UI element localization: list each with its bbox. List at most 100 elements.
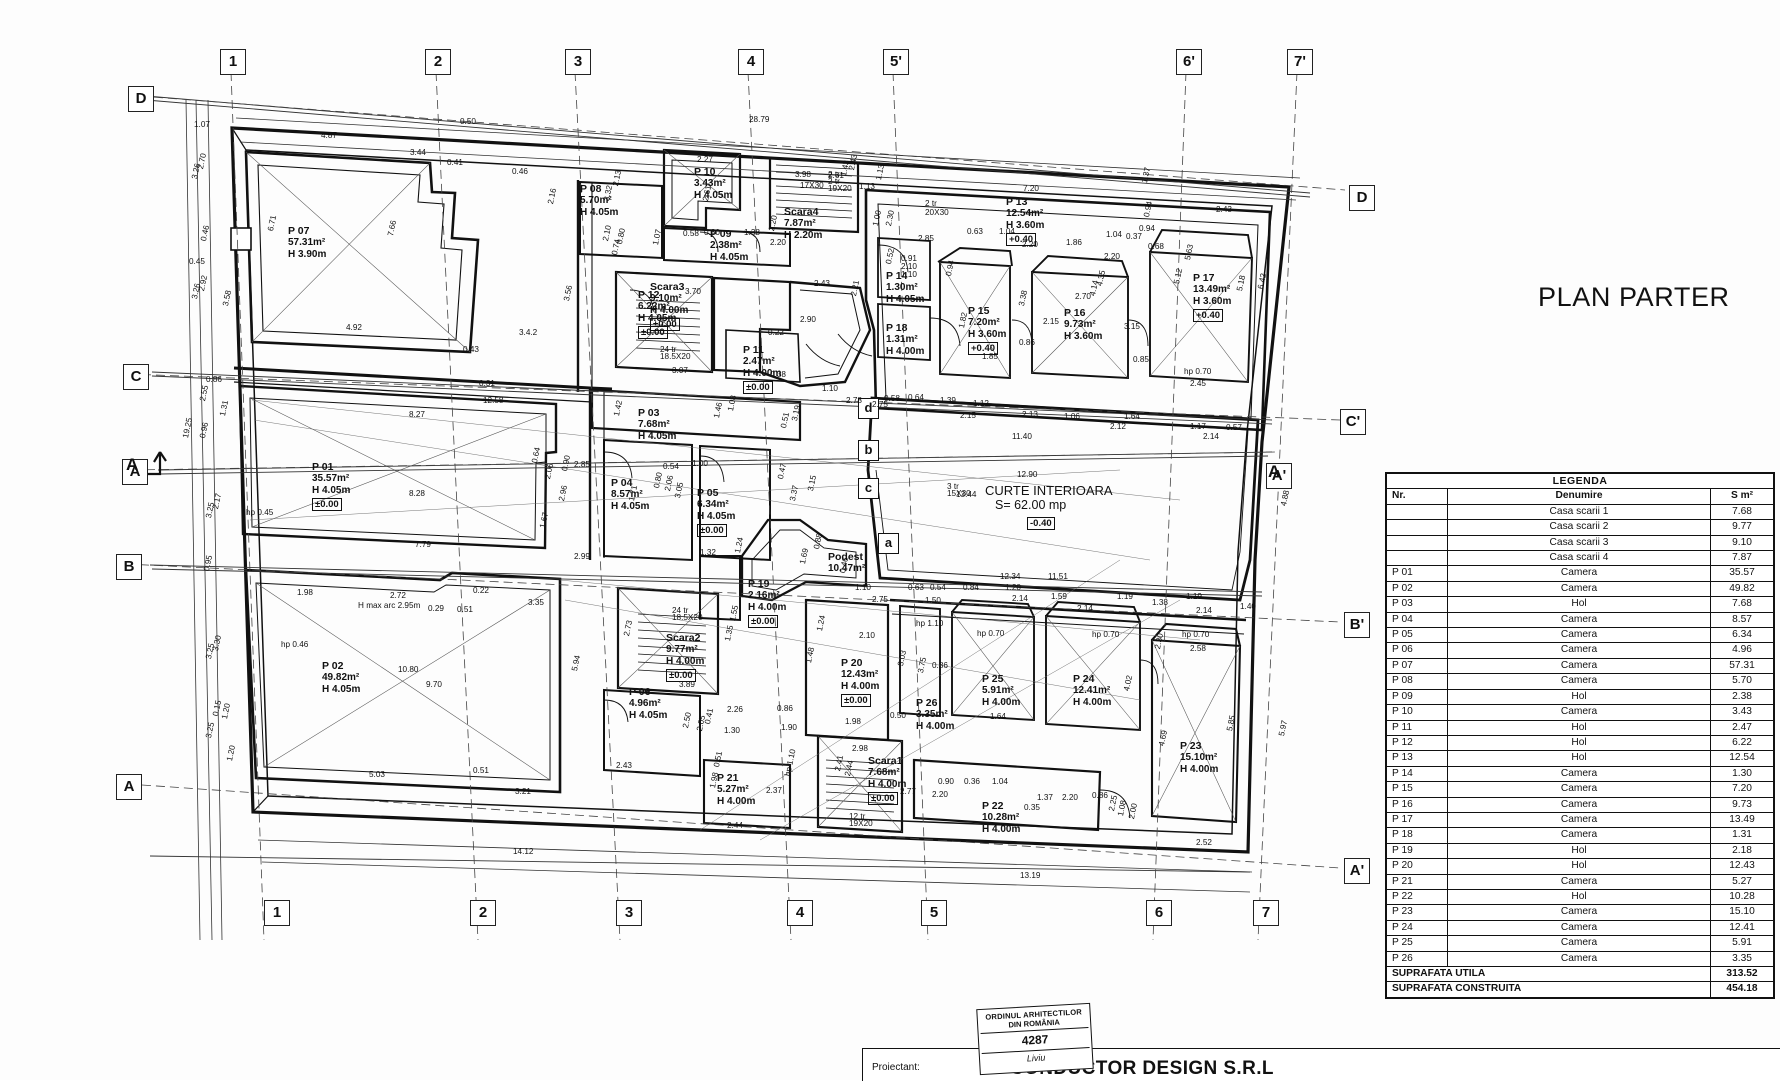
grid-bubble-bottom-5[interactable]: 5: [921, 900, 947, 926]
dimension-text: 0.64: [908, 393, 924, 402]
grid-bubble-left-A[interactable]: A: [122, 459, 148, 485]
dimension-text: 2.10: [901, 262, 917, 271]
dimension-text: 19X20: [828, 184, 852, 193]
room-id: P 22: [982, 800, 1004, 812]
room-area: 7.68m²: [868, 767, 900, 779]
grid-bubble-top-1[interactable]: 1: [220, 49, 246, 75]
grid-bubble-top-4[interactable]: 4: [738, 49, 764, 75]
dimension-text: 2.85: [574, 460, 590, 469]
room-height: H 4.05m: [694, 190, 733, 202]
dimension-text: 2.14: [1077, 604, 1093, 613]
grid-bubble-bottom-6[interactable]: 6: [1146, 900, 1172, 926]
room-id: P 16: [1064, 307, 1086, 319]
room-area: 10.47m²: [828, 563, 866, 575]
dimension-text: 0.58: [884, 394, 900, 403]
grid-bubble-bottom-2[interactable]: 2: [470, 900, 496, 926]
section-mark-d[interactable]: d: [858, 398, 879, 419]
dimension-text: 1.12: [973, 399, 989, 408]
grid-bubble-right-A2[interactable]: A': [1344, 858, 1370, 884]
dimension-text: 0.35: [1024, 803, 1040, 812]
room-id: P 14: [886, 270, 908, 282]
grid-bubble-bottom-3[interactable]: 3: [616, 900, 642, 926]
dimension-text: hp 1.10: [916, 619, 944, 628]
grid-bubble-right-D[interactable]: D: [1349, 185, 1375, 211]
dimension-text: hp 0.70: [1092, 630, 1120, 639]
room-level-badge: ±0.00: [868, 791, 898, 806]
room-height: H 4.05m: [611, 501, 650, 513]
section-mark-c[interactable]: c: [858, 478, 879, 499]
section-mark-b[interactable]: b: [858, 440, 879, 461]
grid-bubble-left-D[interactable]: D: [128, 86, 154, 112]
grid-bubble-bottom-4[interactable]: 4: [787, 900, 813, 926]
grid-bubble-top-6[interactable]: 6': [1176, 49, 1202, 75]
dimension-text: 0.86: [777, 704, 793, 713]
grid-bubble-left-B[interactable]: B: [116, 554, 142, 580]
room-area: 6.34m²: [697, 499, 729, 511]
grid-bubble-top-5[interactable]: 5': [883, 49, 909, 75]
legend-cell-denumire: Camera: [1447, 627, 1711, 644]
dimension-text: 1.90: [781, 723, 797, 732]
dimension-text: 1.04: [999, 227, 1015, 236]
legend-column-row: Nr. Denumire S m²: [1386, 488, 1774, 505]
section-mark-a[interactable]: a: [878, 533, 899, 554]
grid-bubble-top-2[interactable]: 2: [425, 49, 451, 75]
room-id: P 21: [717, 772, 739, 784]
grid-bubble-right-B[interactable]: B': [1344, 612, 1370, 638]
legend-cell-surface: 2.18: [1710, 842, 1774, 860]
room-height: H 3.60m: [1006, 220, 1045, 232]
dimension-text: 0.85: [1133, 355, 1149, 364]
dimension-text: 2.75: [872, 400, 888, 409]
grid-bubble-left-A2[interactable]: A: [116, 774, 142, 800]
dimension-text: 0.57: [1226, 423, 1242, 432]
grid-bubble-top-7[interactable]: 7': [1287, 49, 1313, 75]
legend-cell-nr: P 13: [1386, 750, 1448, 767]
grid-bubble-right-A[interactable]: A': [1266, 463, 1292, 489]
room-id: P 13: [1006, 196, 1028, 208]
room-height: H 4.05m: [312, 485, 351, 497]
legend-title: LEGENDA: [1386, 472, 1774, 490]
dimension-text: hp 0.70: [1182, 630, 1210, 639]
dimension-text: 0.22: [768, 328, 784, 337]
room-height: H 3.60m: [1193, 296, 1232, 308]
dimension-text: 0.36: [964, 777, 980, 786]
room-id: P 20: [841, 657, 863, 669]
room-height: H 4.00m: [748, 602, 787, 614]
grid-bubble-left-C[interactable]: C: [123, 364, 149, 390]
courtyard-name: CURTE INTERIOARA: [985, 483, 1113, 498]
grid-bubble-right-C[interactable]: C': [1340, 409, 1366, 435]
room-area: 7.87m²: [784, 218, 816, 230]
dimension-text: 12.34: [1000, 572, 1021, 581]
dimension-text: 2.27: [697, 155, 713, 164]
room-area: 9.73m²: [1064, 319, 1096, 331]
room-id: Scara4: [784, 206, 819, 218]
legend-cell-surface: 4.96: [1710, 642, 1774, 659]
legend-cell-surface: 6.34: [1710, 627, 1774, 644]
grid-bubble-top-3[interactable]: 3: [565, 49, 591, 75]
room-area: 5.70m²: [580, 195, 612, 207]
room-height: H 4.05m: [710, 252, 749, 264]
dimension-text: 0.58: [683, 229, 699, 238]
room-area: 57.31m²: [288, 237, 326, 249]
legend-cell-nr: [1386, 534, 1448, 552]
room-level-badge: +0.40: [1193, 308, 1224, 323]
room-height: H 4.00m: [982, 824, 1021, 836]
room-area: 5.91m²: [982, 685, 1014, 697]
dimension-text: 1.10: [822, 384, 838, 393]
grid-bubble-bottom-1[interactable]: 1: [264, 900, 290, 926]
legend-cell-surface: 5.27: [1710, 873, 1774, 890]
dimension-text: 2.45: [1190, 379, 1206, 388]
dimension-text: 0.86: [206, 375, 222, 384]
legend-cell-denumire: Camera: [1447, 642, 1711, 659]
grid-bubble-bottom-7[interactable]: 7: [1253, 900, 1279, 926]
room-area: 9.77m²: [666, 644, 698, 656]
